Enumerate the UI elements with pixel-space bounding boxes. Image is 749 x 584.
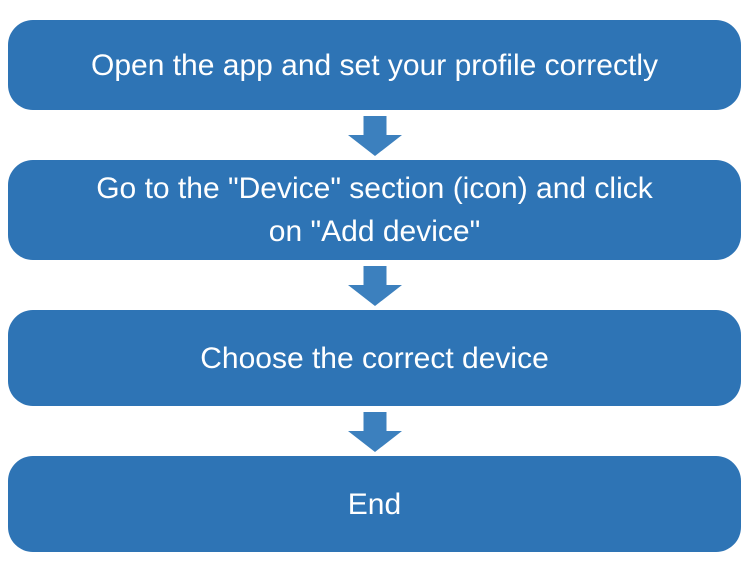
flow-step-open-app: Open the app and set your profile correc…	[8, 20, 741, 110]
flow-step-choose-device: Choose the correct device	[8, 310, 741, 406]
flow-step-label: End	[347, 487, 402, 521]
flow-step-label: Go to the "Device" section (icon) and cl…	[96, 172, 653, 205]
flow-step-end: End	[8, 456, 741, 552]
flowchart: Open the app and set your profile correc…	[8, 20, 741, 552]
down-arrow-icon	[347, 116, 402, 156]
down-arrow-icon	[347, 412, 402, 452]
flow-step-label: Open the app and set your profile correc…	[91, 48, 658, 82]
down-arrow-icon	[347, 266, 402, 306]
flow-step-device-section: Go to the "Device" section (icon) and cl…	[8, 160, 741, 260]
flow-step-label: Choose the correct device	[200, 341, 549, 375]
flow-step-label: on "Add device"	[268, 215, 481, 248]
